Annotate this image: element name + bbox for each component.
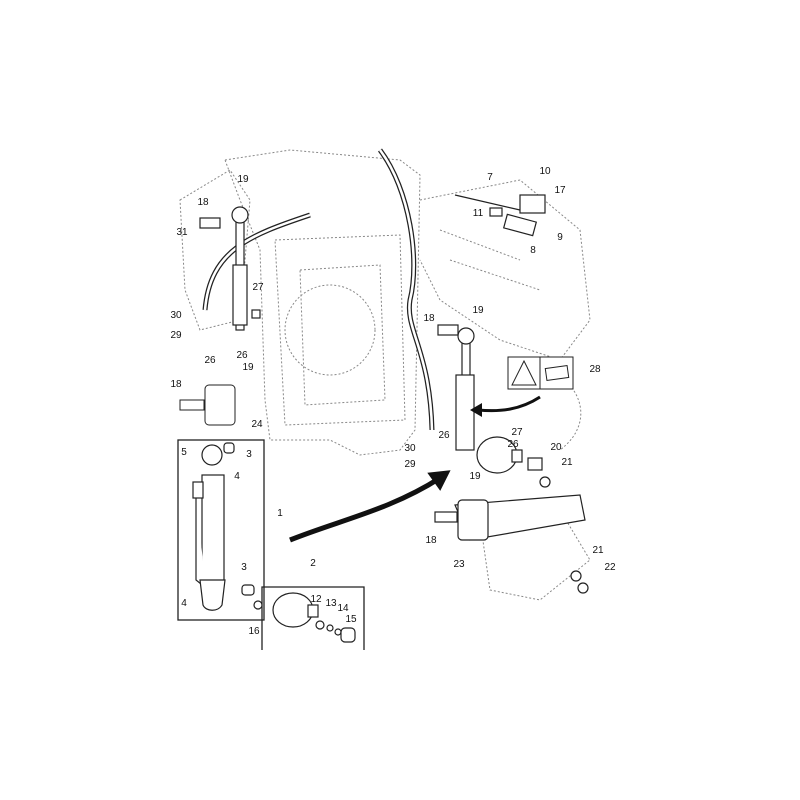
- callout-17: 17: [554, 185, 566, 196]
- callout-5: 5: [181, 447, 187, 458]
- callout-2: 2: [310, 558, 316, 569]
- callout-3: 3: [246, 449, 252, 460]
- callout-26: 26: [507, 439, 519, 450]
- callout-18: 18: [170, 379, 182, 390]
- callout-21: 21: [561, 457, 573, 468]
- accumulator-detail: [253, 592, 356, 643]
- callout-23: 23: [453, 559, 465, 570]
- hose-right: [377, 148, 435, 431]
- callout-12: 12: [310, 594, 322, 605]
- callout-18: 18: [197, 197, 209, 208]
- callout-27: 27: [511, 427, 523, 438]
- callout-24: 24: [251, 419, 263, 430]
- bracket-24: [204, 384, 236, 426]
- callout-27: 27: [252, 282, 264, 293]
- callout-21: 21: [592, 545, 604, 556]
- cylinder-installed-left: [199, 206, 261, 331]
- callout-28: 28: [589, 364, 601, 375]
- callout-26: 26: [438, 430, 450, 441]
- cylinder-detail: [192, 442, 255, 611]
- callout-26: 26: [204, 355, 216, 366]
- callout-30: 30: [404, 443, 416, 454]
- callout-3: 3: [241, 562, 247, 573]
- detail-box-cylinder: [177, 439, 265, 621]
- callout-18: 18: [425, 535, 437, 546]
- arrow-decal-location: [477, 395, 541, 413]
- callout-26: 26: [236, 350, 248, 361]
- callout-29: 29: [404, 459, 416, 470]
- warning-decal: [507, 356, 574, 390]
- callout-7: 7: [487, 172, 493, 183]
- callout-14: 14: [337, 603, 349, 614]
- callout-13: 13: [325, 598, 337, 609]
- callout-8: 8: [530, 245, 536, 256]
- callout-11: 11: [473, 208, 484, 219]
- callout-10: 10: [539, 166, 551, 177]
- bracket-23: [434, 457, 589, 594]
- callout-19: 19: [242, 362, 254, 373]
- callout-31: 31: [176, 227, 188, 238]
- callout-19: 19: [472, 305, 484, 316]
- callout-4: 4: [234, 471, 240, 482]
- callout-20: 20: [550, 442, 562, 453]
- callout-18: 18: [423, 313, 435, 324]
- callout-9: 9: [557, 232, 563, 243]
- arrow-to-assembly: [289, 475, 442, 543]
- rod-assembly: [454, 194, 546, 237]
- callout-16: 16: [248, 626, 260, 637]
- callout-30: 30: [170, 310, 182, 321]
- detail-box-accumulator: [261, 586, 365, 650]
- callout-19: 19: [237, 174, 249, 185]
- callout-4: 4: [181, 598, 187, 609]
- callout-15: 15: [345, 614, 357, 625]
- cylinder-installed-right: [437, 324, 523, 474]
- callout-1: 1: [277, 508, 283, 519]
- callout-29: 29: [170, 330, 182, 341]
- transmission-housing: [179, 149, 591, 601]
- callout-19: 19: [469, 471, 481, 482]
- callout-22: 22: [604, 562, 616, 573]
